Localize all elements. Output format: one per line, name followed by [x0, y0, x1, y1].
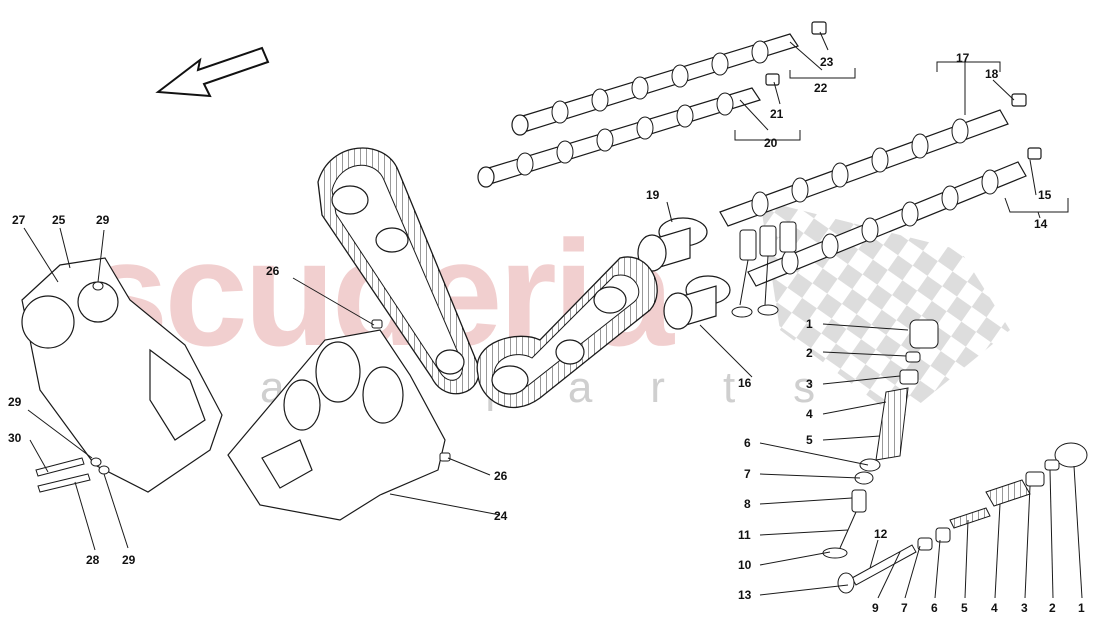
cam-bolt-23	[811, 21, 827, 35]
label-part-29b: 29	[8, 395, 22, 409]
label-part-10: 10	[738, 558, 752, 572]
direction-arrow-icon	[155, 46, 270, 98]
timing-cover-inner-24	[227, 329, 446, 521]
label-part-3: 3	[806, 377, 813, 391]
label-part-8: 8	[744, 497, 751, 511]
label-part-29: 29	[96, 213, 110, 227]
label-part-6b: 6	[931, 601, 938, 615]
label-part-7: 7	[744, 467, 751, 481]
timing-belt-right	[476, 256, 658, 409]
label-part-13: 13	[738, 588, 752, 602]
cam-bolt-15	[1027, 147, 1042, 160]
camshaft-upper-right	[719, 93, 1027, 227]
label-part-23: 23	[820, 55, 834, 69]
label-part-24: 24	[494, 509, 508, 523]
label-part-9: 9	[872, 601, 879, 615]
label-part-7b: 7	[901, 601, 908, 615]
timing-cover-outer-25	[21, 257, 223, 493]
label-part-1: 1	[806, 317, 813, 331]
label-part-22: 22	[814, 81, 828, 95]
cam-bolt-18	[1011, 93, 1027, 107]
label-part-19: 19	[646, 188, 660, 202]
cam-bolt-21	[765, 73, 780, 86]
valve-train-upper	[822, 319, 939, 559]
label-part-21: 21	[770, 107, 784, 121]
camshaft-lower-left	[477, 73, 780, 188]
camshaft-upper-left	[511, 21, 827, 136]
label-part-4: 4	[806, 407, 813, 421]
part-labels: 1 2 3 4 5 6 7 8 11 10 13 12 9 7 6 5 4 3 …	[8, 51, 1085, 615]
leader-lines	[23, 31, 1083, 599]
label-part-26: 26	[266, 264, 280, 278]
label-part-5b: 5	[961, 601, 968, 615]
label-part-1b: 1	[1078, 601, 1085, 615]
label-part-16: 16	[738, 376, 752, 390]
label-part-18: 18	[985, 67, 999, 81]
label-part-4b: 4	[991, 601, 998, 615]
label-part-14: 14	[1034, 217, 1048, 231]
label-part-20: 20	[764, 136, 778, 150]
label-part-27: 27	[12, 213, 26, 227]
variator-19	[637, 217, 708, 272]
label-part-3b: 3	[1021, 601, 1028, 615]
valve-spring-cluster	[731, 221, 797, 318]
label-part-5: 5	[806, 433, 813, 447]
label-part-30: 30	[8, 431, 22, 445]
label-part-11: 11	[738, 528, 751, 542]
camshaft-lower-right	[747, 147, 1042, 287]
label-part-25: 25	[52, 213, 66, 227]
label-part-2: 2	[806, 346, 813, 360]
label-part-12: 12	[874, 527, 888, 541]
label-part-2b: 2	[1049, 601, 1056, 615]
label-part-15: 15	[1038, 188, 1052, 202]
label-part-29c: 29	[122, 553, 136, 567]
label-part-17: 17	[956, 51, 970, 65]
label-part-26b: 26	[494, 469, 508, 483]
tappet-1	[909, 319, 939, 349]
variator-16	[663, 275, 731, 330]
label-part-28: 28	[86, 553, 100, 567]
label-part-6: 6	[744, 436, 751, 450]
valve-train-lower	[837, 442, 1088, 594]
timing-belt-left	[317, 147, 480, 395]
